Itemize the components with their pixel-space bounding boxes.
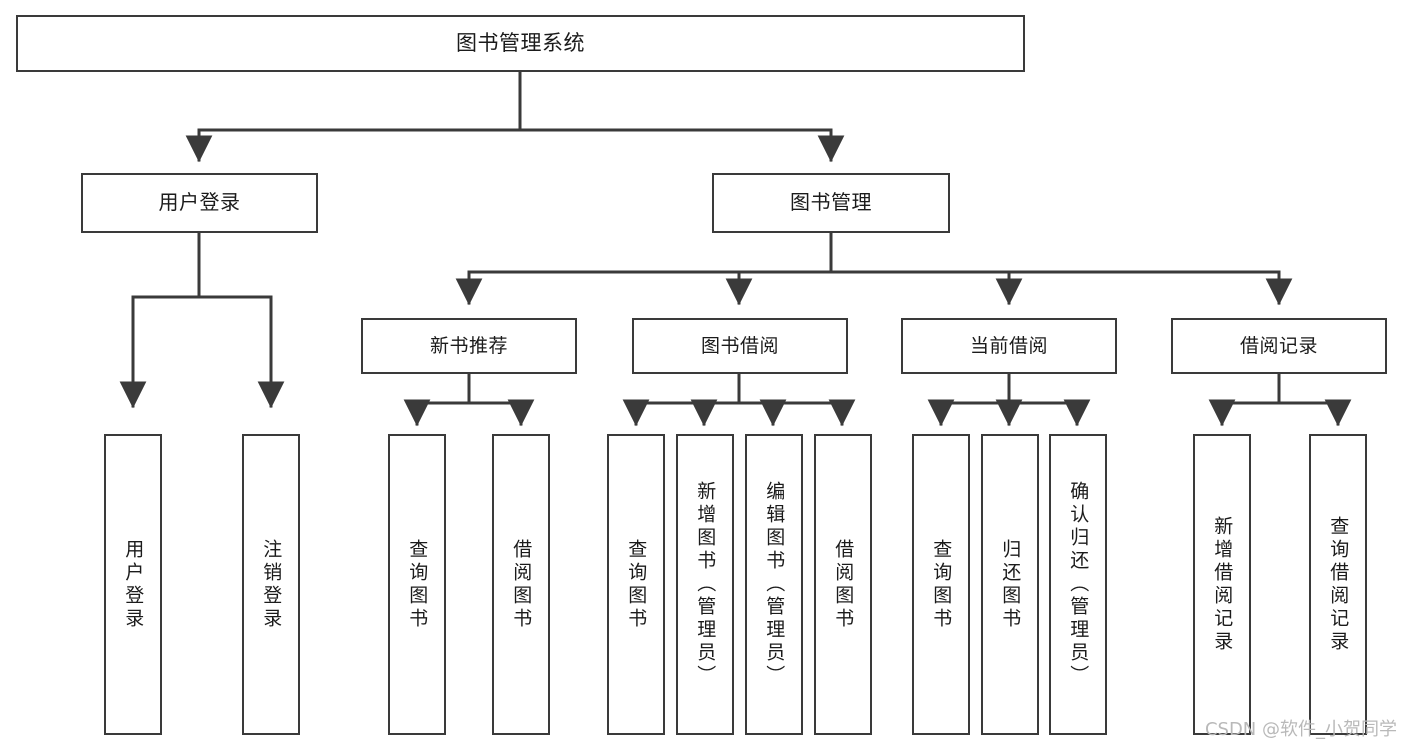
node-user-login-label: 用户登录	[158, 190, 241, 215]
node-new-book-recommend-label: 新书推荐	[429, 334, 508, 357]
leaf-borrow-book-2[interactable]: 借阅图书	[814, 434, 872, 735]
leaf-add-borrow-record-label: 新增借阅记录	[1211, 515, 1234, 654]
leaf-return-book[interactable]: 归还图书	[981, 434, 1039, 735]
leaf-query-book-1-label: 查询图书	[406, 538, 429, 631]
node-current-borrow-label: 当前借阅	[969, 334, 1048, 357]
leaf-query-borrow-record[interactable]: 查询借阅记录	[1309, 434, 1367, 735]
node-root-label: 图书管理系统	[456, 31, 585, 56]
leaf-edit-book-admin[interactable]: 编辑图书（管理员）	[745, 434, 803, 735]
node-borrow-record-label: 借阅记录	[1239, 334, 1318, 357]
leaf-confirm-return-admin-label: 确认归还（管理员）	[1067, 481, 1090, 688]
node-current-borrow[interactable]: 当前借阅	[901, 318, 1117, 374]
leaf-borrow-book-1-label: 借阅图书	[510, 538, 533, 631]
leaf-query-book-2-label: 查询图书	[625, 538, 648, 631]
leaf-add-book-admin[interactable]: 新增图书（管理员）	[676, 434, 734, 735]
leaf-query-book-3[interactable]: 查询图书	[912, 434, 970, 735]
leaf-query-book-1[interactable]: 查询图书	[388, 434, 446, 735]
leaf-query-borrow-record-label: 查询借阅记录	[1327, 515, 1350, 654]
leaf-borrow-book-2-label: 借阅图书	[832, 538, 855, 631]
leaf-query-book-2[interactable]: 查询图书	[607, 434, 665, 735]
leaf-borrow-book-1[interactable]: 借阅图书	[492, 434, 550, 735]
leaf-logout-login[interactable]: 注销登录	[242, 434, 300, 735]
leaf-confirm-return-admin[interactable]: 确认归还（管理员）	[1049, 434, 1107, 735]
leaf-user-login[interactable]: 用户登录	[104, 434, 162, 735]
leaf-add-book-admin-label: 新增图书（管理员）	[694, 481, 717, 688]
node-book-borrow-label: 图书借阅	[700, 334, 779, 357]
node-book-borrow[interactable]: 图书借阅	[632, 318, 848, 374]
node-book-manage[interactable]: 图书管理	[712, 173, 950, 233]
leaf-logout-login-label: 注销登录	[260, 538, 283, 631]
leaf-query-book-3-label: 查询图书	[930, 538, 953, 631]
node-borrow-record[interactable]: 借阅记录	[1171, 318, 1387, 374]
leaf-return-book-label: 归还图书	[999, 538, 1022, 631]
node-root[interactable]: 图书管理系统	[16, 15, 1025, 72]
leaf-edit-book-admin-label: 编辑图书（管理员）	[763, 481, 786, 688]
node-new-book-recommend[interactable]: 新书推荐	[361, 318, 577, 374]
leaf-user-login-label: 用户登录	[122, 538, 145, 631]
leaf-add-borrow-record[interactable]: 新增借阅记录	[1193, 434, 1251, 735]
node-book-manage-label: 图书管理	[790, 190, 872, 215]
node-user-login[interactable]: 用户登录	[81, 173, 318, 233]
